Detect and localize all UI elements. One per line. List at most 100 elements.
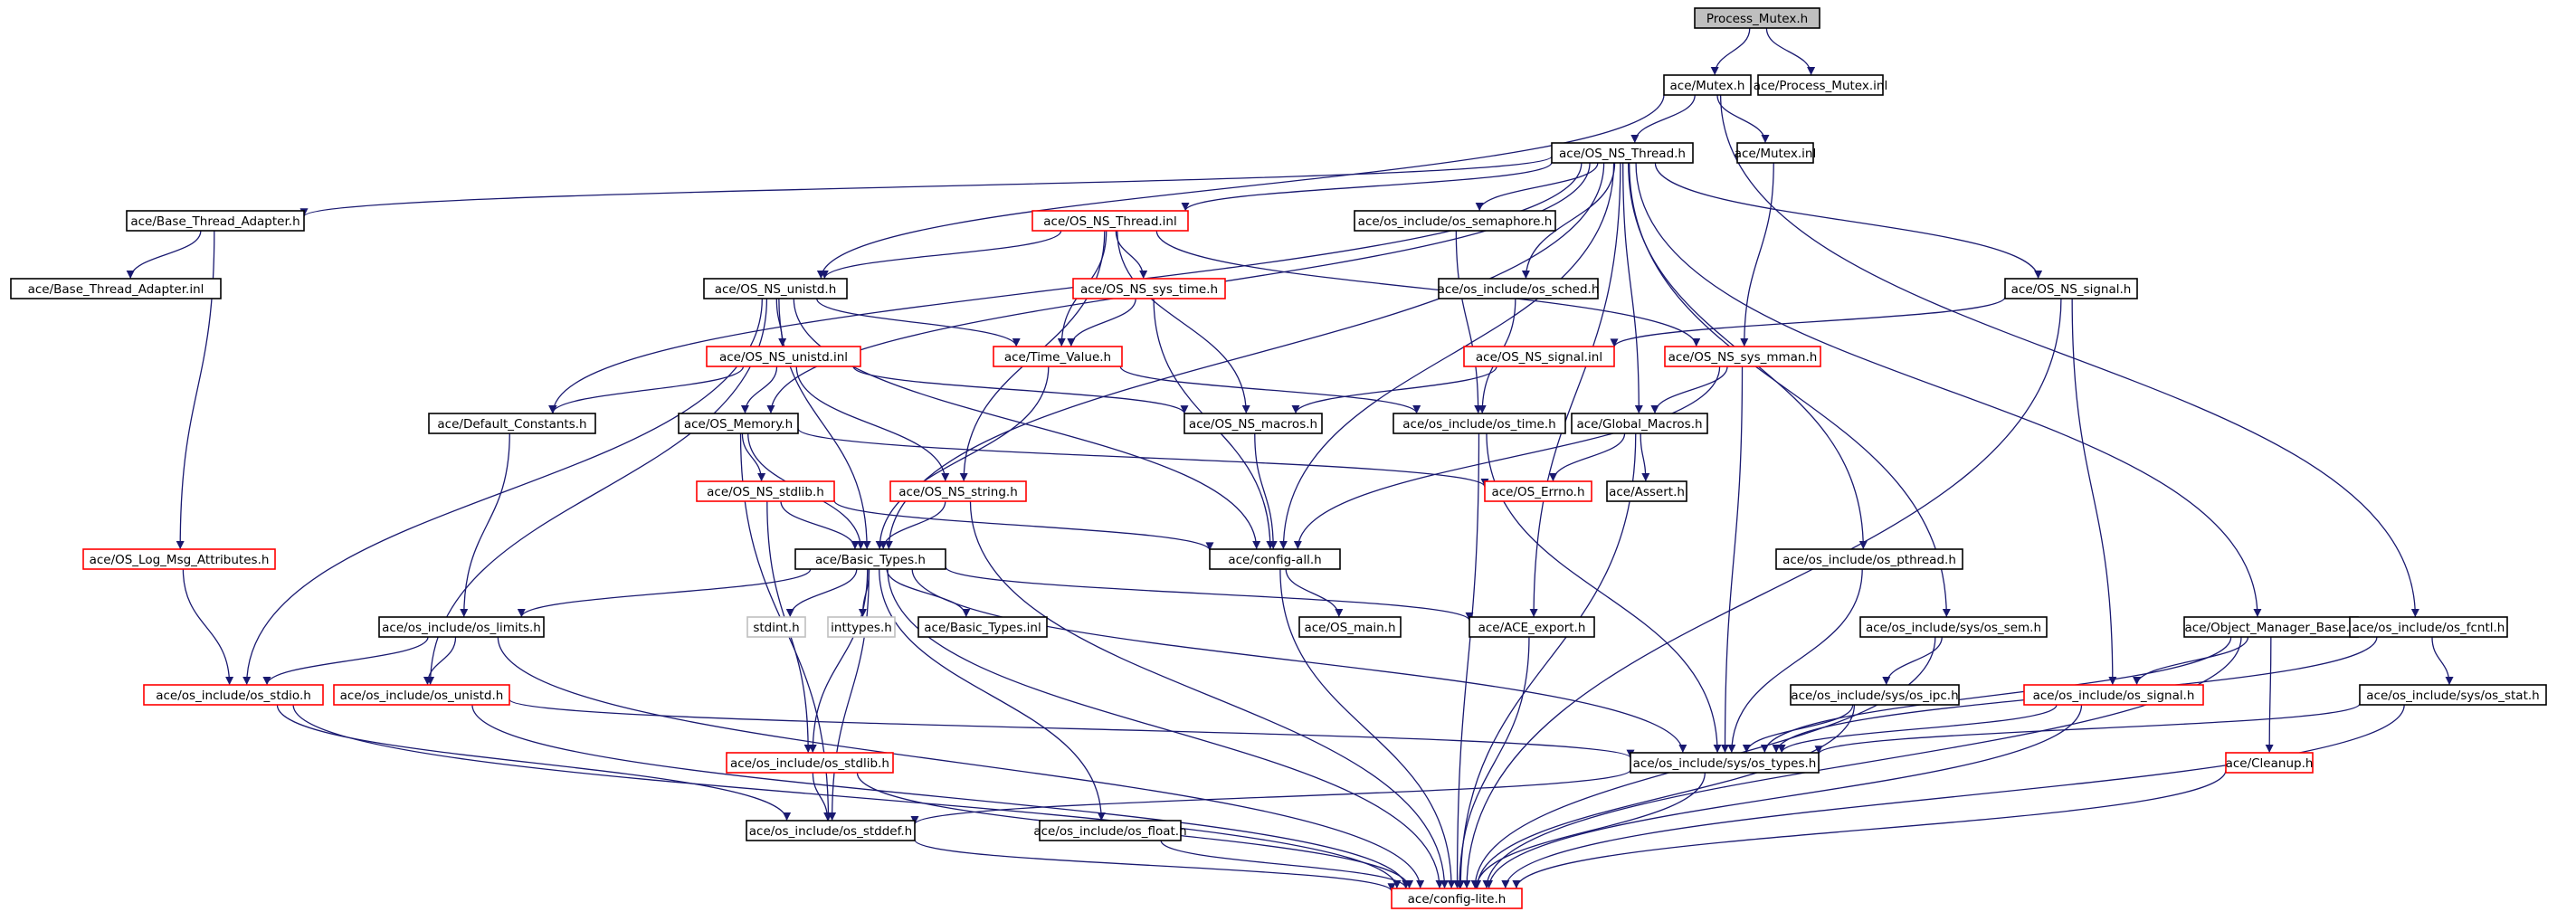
node-ace-basic-types-h[interactable]: ace/Basic_Types.h [794,548,946,570]
node-ace-os-ns-thread-inl[interactable]: ace/OS_NS_Thread.inl [1031,210,1189,232]
node-label: stdint.h [753,621,799,635]
node-ace-default-constants-h[interactable]: ace/Default_Constants.h [428,413,596,434]
node-ace-os-include-os-time-h[interactable]: ace/os_include/os_time.h [1393,413,1566,434]
node-ace-os-ns-macros-h[interactable]: ace/OS_NS_macros.h [1183,413,1323,434]
node-label: ace/OS_NS_sys_mman.h [1668,350,1818,365]
node-ace-assert-h[interactable]: ace/Assert.h [1606,480,1687,502]
node-box [746,616,806,638]
edge-n41-to-n49 [1473,704,1856,889]
node-box [1298,616,1402,638]
node-ace-os-include-sys-os-types-h[interactable]: ace/os_include/sys/os_types.h [1630,752,1820,774]
node-ace-os-include-os-stdlib-h[interactable]: ace/os_include/os_stdlib.h [726,752,894,774]
edge-n13-to-n17 [548,366,745,414]
edge-n21-to-n24 [1548,432,1626,482]
node-ace-os-include-sys-os-sem-h[interactable]: ace/os_include/sys/os_sem.h [1859,616,2048,638]
node-box [706,346,861,367]
node-label: Process_Mutex.h [1706,12,1808,26]
node-ace-os-include-sys-os-ipc-h[interactable]: ace/os_include/sys/os_ipc.h [1790,684,1960,706]
edge-n7-to-n19 [1117,230,1250,414]
node-ace-ace-export-h[interactable]: ace/ACE_export.h [1469,616,1595,638]
node-ace-os-ns-string-h[interactable]: ace/OS_NS_string.h [889,480,1027,502]
node-ace-process-mutex-inl[interactable]: ace/Process_Mutex.inl [1754,74,1887,96]
node-ace-os-ns-signal-inl[interactable]: ace/OS_NS_signal.inl [1463,346,1615,367]
node-ace-os-log-msg-attributes-h[interactable]: ace/OS_Log_Msg_Attributes.h [82,548,276,570]
edge-n47-to-n49 [914,839,1396,892]
node-label: ace/OS_Errno.h [1491,485,1584,499]
edge-n22-to-n28 [833,499,1214,551]
node-ace-os-include-os-limits-h[interactable]: ace/os_include/os_limits.h [378,616,545,638]
node-ace-os-ns-thread-h[interactable]: ace/OS_NS_Thread.h [1551,142,1694,164]
node-box [1663,74,1752,96]
edge-n21-to-n25 [1640,432,1650,482]
edge-n20-to-n49 [1453,432,1480,889]
edge-n3-to-n37 [1635,162,2262,618]
edge-n23-to-n27 [879,500,946,550]
edge-n13-to-n18 [740,366,778,414]
edge-n0-to-n2 [1765,27,1816,76]
node-ace-base-thread-adapter-h[interactable]: ace/Base_Thread_Adapter.h [126,210,305,232]
node-box [726,752,894,774]
node-label: ace/os_include/sys/os_sem.h [1866,621,2041,635]
node-box [1736,142,1814,164]
node-box [1775,548,1963,570]
node-ace-os-include-sys-os-stat-h[interactable]: ace/os_include/sys/os_stat.h [2359,684,2547,706]
node-ace-os-ns-sys-mman-h[interactable]: ace/OS_NS_sys_mman.h [1664,346,1821,367]
node-ace-os-memory-h[interactable]: ace/OS_Memory.h [678,413,799,434]
edge-n9-to-n14 [816,298,1021,347]
edge-n43-to-n44 [1814,703,2361,755]
edge-n30-to-n39 [262,636,429,686]
edge-n36-to-n41 [1882,636,1943,686]
edge-n16-to-n21 [1650,366,1728,414]
node-ace-os-include-os-signal-h[interactable]: ace/os_include/os_signal.h [2023,684,2204,706]
node-label: ace/OS_NS_macros.h [1189,417,1317,432]
node-box [2349,616,2508,638]
node-ace-config-lite-h[interactable]: ace/config-lite.h [1391,888,1523,909]
node-ace-os-include-os-sched-h[interactable]: ace/os_include/os_sched.h [1438,278,1600,299]
node-ace-time-value-h[interactable]: ace/Time_Value.h [993,346,1123,367]
edge-n12-to-n15 [1610,297,2006,347]
node-ace-os-include-os-float-h[interactable]: ace/os_include/os_float.h [1033,820,1187,841]
node-label: ace/Assert.h [1609,485,1685,499]
node-ace-os-ns-sys-time-h[interactable]: ace/OS_NS_sys_time.h [1072,278,1226,299]
node-ace-base-thread-adapter-inl[interactable]: ace/Base_Thread_Adapter.inl [10,278,222,299]
node-ace-os-include-os-unistd-h[interactable]: ace/os_include/os_unistd.h [333,684,510,706]
node-ace-os-ns-unistd-inl[interactable]: ace/OS_NS_unistd.inl [706,346,861,367]
node-box [678,413,799,434]
node-ace-object-manager-base-h[interactable]: ace/Object_Manager_Base.h [2183,616,2359,638]
node-ace-os-include-os-pthread-h[interactable]: ace/os_include/os_pthread.h [1775,548,1963,570]
node-box [1664,346,1821,367]
node-box [2023,684,2204,706]
node-ace-os-errno-h[interactable]: ace/OS_Errno.h [1484,480,1592,502]
node-ace-os-ns-stdlib-h[interactable]: ace/OS_NS_stdlib.h [696,480,835,502]
node-ace-os-main-h[interactable]: ace/OS_main.h [1298,616,1402,638]
node-ace-cleanup-h[interactable]: ace/Cleanup.h [2225,752,2314,774]
node-ace-os-include-os-stddef-h[interactable]: ace/os_include/os_stddef.h [746,820,916,841]
node-ace-config-all-h[interactable]: ace/config-all.h [1209,548,1341,570]
node-label: ace/Basic_Types.h [815,553,926,567]
node-label: ace/OS_NS_stdlib.h [707,485,824,499]
edge-n39-to-n47 [276,704,792,822]
node-label: ace/OS_NS_string.h [898,485,1018,499]
node-process-mutex-h[interactable]: Process_Mutex.h [1694,7,1820,29]
node-ace-os-include-os-fcntl-h[interactable]: ace/os_include/os_fcntl.h [2349,616,2508,638]
edge-n40-to-n44 [509,698,1635,759]
node-label: ace/Process_Mutex.inl [1754,79,1887,93]
node-ace-mutex-inl[interactable]: ace/Mutex.inl [1735,142,1816,164]
node-label: ace/Default_Constants.h [437,417,586,432]
node-label: ace/os_include/os_unistd.h [340,689,504,703]
node-ace-basic-types-inl[interactable]: ace/Basic_Types.inl [917,616,1048,638]
node-box [746,820,916,841]
node-ace-global-macros-h[interactable]: ace/Global_Macros.h [1571,413,1708,434]
node-ace-os-include-os-stdio-h[interactable]: ace/os_include/os_stdio.h [143,684,324,706]
node-ace-mutex-h[interactable]: ace/Mutex.h [1663,74,1752,96]
node-label: ace/OS_NS_unistd.h [715,282,837,297]
node-ace-os-ns-unistd-h[interactable]: ace/OS_NS_unistd.h [703,278,848,299]
edge-n13-to-n19 [852,366,1189,414]
node-ace-os-include-os-semaphore-h[interactable]: ace/os_include/os_semaphore.h [1354,210,1556,232]
node-box [428,413,596,434]
node-label: ace/config-lite.h [1408,892,1507,907]
node-ace-os-ns-signal-h[interactable]: ace/OS_NS_signal.h [2004,278,2138,299]
node-box [333,684,510,706]
edge-n3-to-n7 [1181,162,1553,212]
node-box [1630,752,1820,774]
